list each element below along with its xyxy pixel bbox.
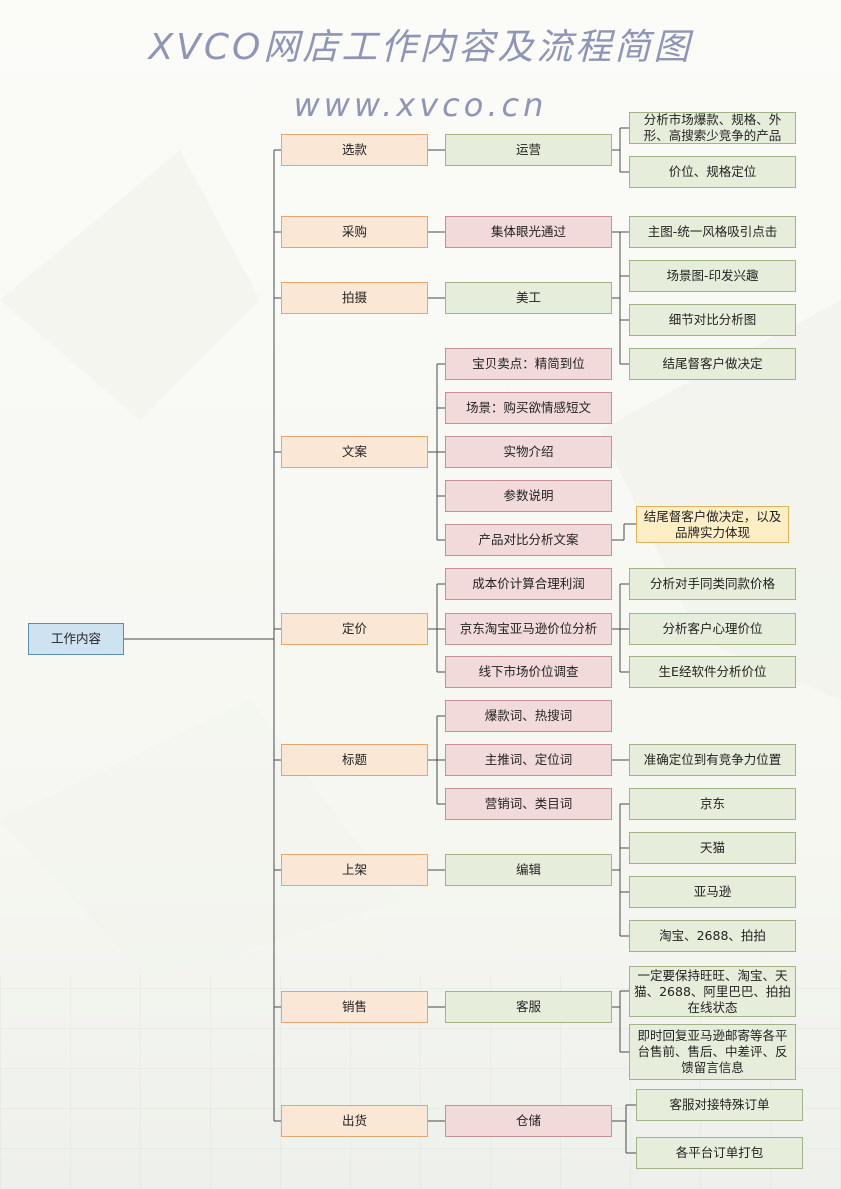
category-xuankuan: 选款 — [281, 134, 428, 166]
page-subtitle: www.xvco.cn — [293, 86, 548, 124]
node-changjing: 场景：购买欲情感短文 — [445, 392, 612, 424]
category-shangjia: 上架 — [281, 854, 428, 886]
node-duibi-wenan: 产品对比分析文案 — [445, 524, 612, 556]
leaf-tezhu: 客服对接特殊订单 — [636, 1089, 803, 1121]
node-xianxia: 线下市场价位调查 — [445, 656, 612, 688]
leaf-jiewei: 结尾督客户做决定 — [629, 348, 796, 380]
node-zhutui: 主推词、定位词 — [445, 744, 612, 776]
node-jiti: 集体眼光通过 — [445, 216, 612, 248]
category-xiaoshou: 销售 — [281, 991, 428, 1023]
node-maidian: 宝贝卖点：精简到位 — [445, 348, 612, 380]
node-canshu: 参数说明 — [445, 480, 612, 512]
category-wenan: 文案 — [281, 436, 428, 468]
leaf-dabao: 各平台订单打包 — [636, 1137, 803, 1169]
category-chuhuo: 出货 — [281, 1105, 428, 1137]
node-chengben: 成本价计算合理利润 — [445, 568, 612, 600]
leaf-zhutu: 主图-统一风格吸引点击 — [629, 216, 796, 248]
node-jingdong-fenxi: 京东淘宝亚马逊价位分析 — [445, 613, 612, 645]
node-shiwu: 实物介绍 — [445, 436, 612, 468]
leaf-jd: 京东 — [629, 788, 796, 820]
node-cangchu: 仓储 — [445, 1105, 612, 1137]
node-yingxiao: 营销词、类目词 — [445, 788, 612, 820]
leaf-ruanjian: 生E经软件分析价位 — [629, 656, 796, 688]
node-yunying: 运营 — [445, 134, 612, 166]
leaf-xinli: 分析客户心理价位 — [629, 613, 796, 645]
node-kefu: 客服 — [445, 991, 612, 1023]
leaf-huifu: 即时回复亚马逊邮寄等各平台售前、售后、中差评、反馈留言信息 — [629, 1024, 796, 1080]
node-bianji: 编辑 — [445, 854, 612, 886]
leaf-changjingtu: 场景图-印发兴趣 — [629, 260, 796, 292]
leaf-duishou: 分析对手同类同款价格 — [629, 568, 796, 600]
leaf-fenxi-shichang: 分析市场爆款、规格、外形、高搜索少竞争的产品 — [629, 112, 796, 144]
leaf-tmall: 天猫 — [629, 832, 796, 864]
node-baokuan: 爆款词、热搜词 — [445, 700, 612, 732]
leaf-amazon: 亚马逊 — [629, 876, 796, 908]
category-biaoti: 标题 — [281, 744, 428, 776]
page-title: XVCO网店工作内容及流程简图 — [148, 27, 693, 68]
root-node: 工作内容 — [28, 623, 124, 655]
leaf-taobao: 淘宝、2688、拍拍 — [629, 920, 796, 952]
leaf-wangwang: 一定要保持旺旺、淘宝、天猫、2688、阿里巴巴、拍拍在线状态 — [629, 966, 796, 1017]
category-caigou: 采购 — [281, 216, 428, 248]
node-meigong: 美工 — [445, 282, 612, 314]
leaf-jiewei-pinpai: 结尾督客户做决定，以及品牌实力体现 — [636, 506, 789, 543]
leaf-xijie: 细节对比分析图 — [629, 304, 796, 336]
leaf-jiawei: 价位、规格定位 — [629, 156, 796, 188]
category-paishe: 拍摄 — [281, 282, 428, 314]
leaf-zhunque: 准确定位到有竞争力位置 — [629, 744, 796, 776]
category-dingjia: 定价 — [281, 613, 428, 645]
